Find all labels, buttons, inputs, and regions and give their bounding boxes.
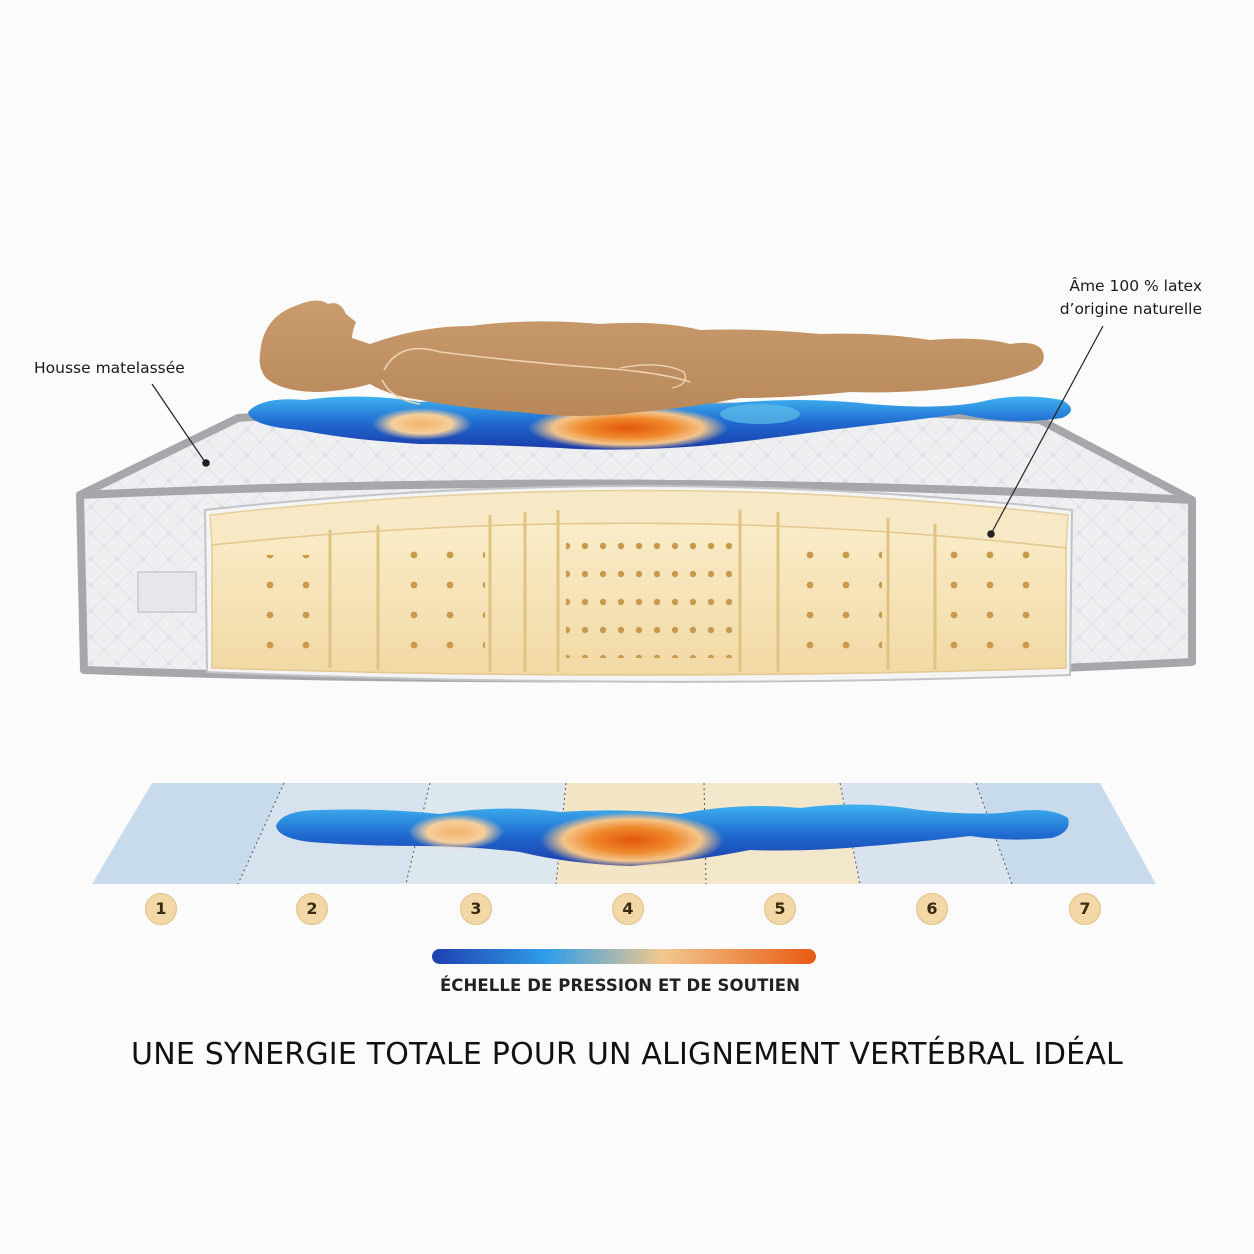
mattress xyxy=(76,401,1196,683)
latex-zone-separators xyxy=(328,510,937,672)
latex-perforations xyxy=(245,540,1038,658)
latex-label-line1: Âme 100 % latex xyxy=(1069,277,1202,295)
mattress-label-patch xyxy=(137,571,197,613)
cover-label-text: Housse matelassée xyxy=(34,359,185,377)
zone-number-7: 7 xyxy=(1069,893,1101,925)
page-headline: UNE SYNERGIE TOTALE POUR UN ALIGNEMENT V… xyxy=(131,1037,1123,1072)
pressure-scale-label: ÉCHELLE DE PRESSION ET DE SOUTIEN xyxy=(439,976,801,995)
pressure-map-top xyxy=(248,396,1071,450)
zone-number-1: 1 xyxy=(145,893,177,925)
pressure-scale-bar xyxy=(432,949,816,964)
zone-1 xyxy=(92,783,284,884)
zone-number-5: 5 xyxy=(764,893,796,925)
callout-latex-label: Âme 100 % latex d’origine naturelle xyxy=(1016,275,1202,321)
latex-label-line2: d’origine naturelle xyxy=(1059,300,1202,318)
zone-number-4: 4 xyxy=(612,893,644,925)
callout-cover-label: Housse matelassée xyxy=(34,357,185,380)
zone-number-2: 2 xyxy=(296,893,328,925)
zone-7 xyxy=(976,783,1156,884)
zone-number-6: 6 xyxy=(916,893,948,925)
callout-leaders xyxy=(151,325,1104,538)
zone-number-3: 3 xyxy=(460,893,492,925)
body-silhouette xyxy=(259,300,1044,416)
pressure-map-zones xyxy=(276,804,1069,868)
